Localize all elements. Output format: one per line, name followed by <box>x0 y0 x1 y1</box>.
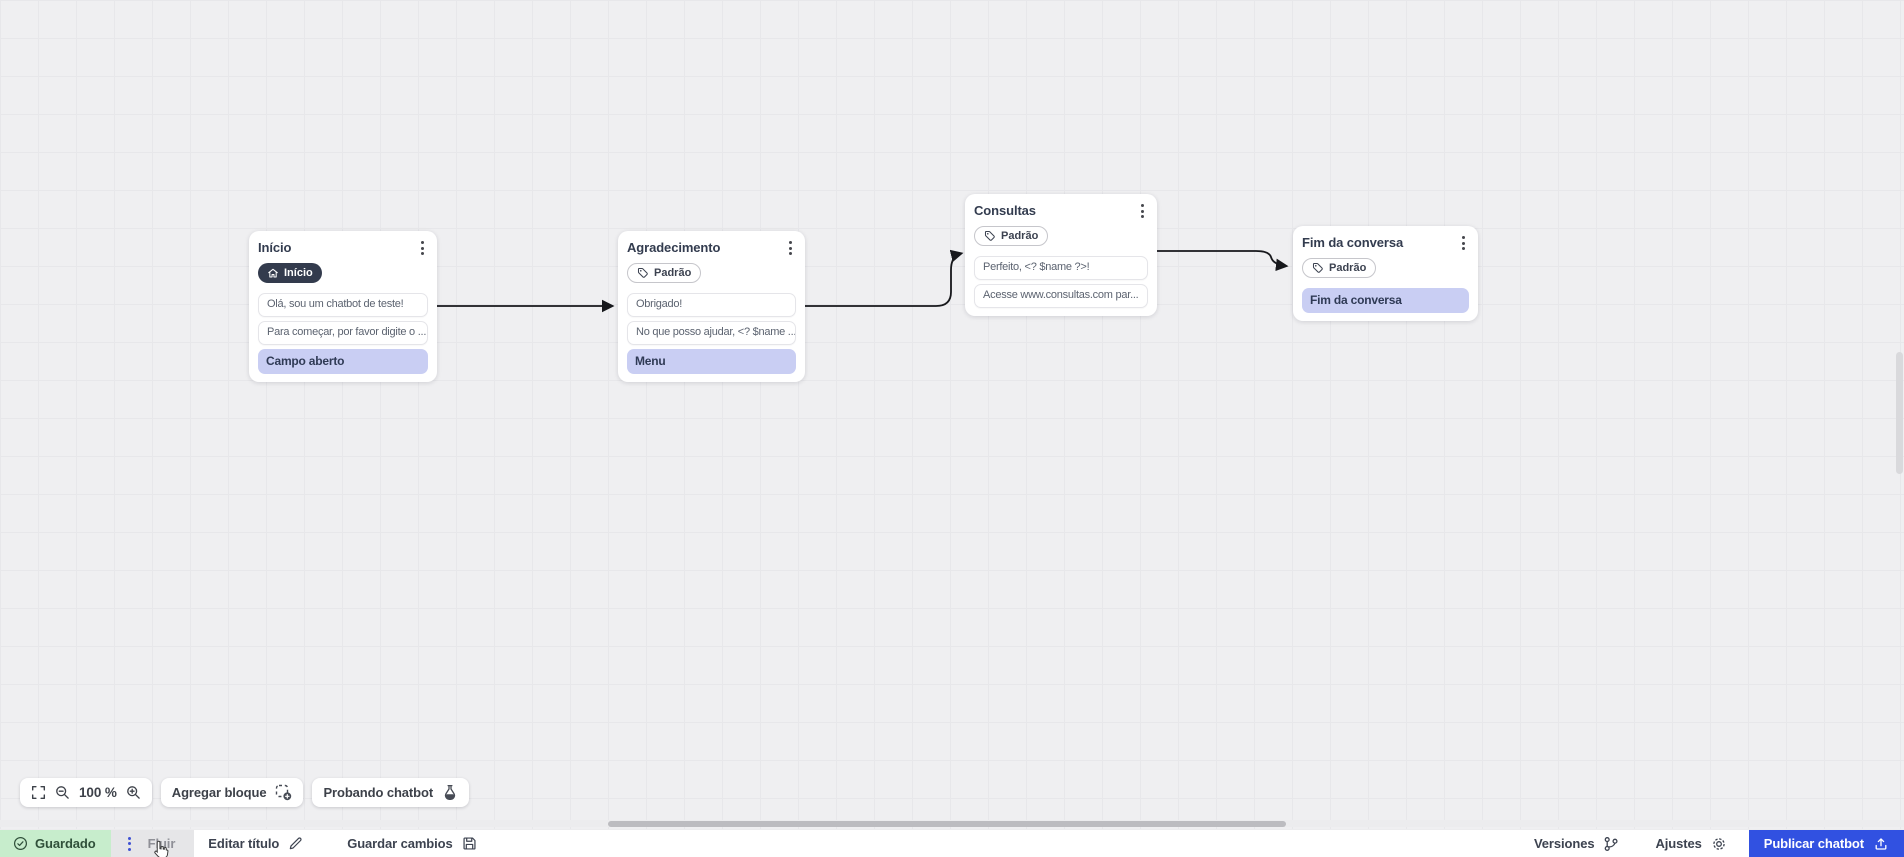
flask-icon <box>445 784 456 800</box>
saved-label: Guardado <box>35 836 96 851</box>
save-changes-label: Guardar cambios <box>347 836 453 851</box>
add-block-label: Agregar bloque <box>171 785 267 800</box>
versions-label: Versiones <box>1533 836 1595 851</box>
default-badge: Padrão <box>627 263 702 283</box>
save-changes-button[interactable]: Guardar cambios <box>347 830 476 857</box>
kebab-menu-icon[interactable] <box>417 239 428 257</box>
pencil-icon <box>289 837 302 850</box>
badge-label: Padrão <box>654 267 692 279</box>
badge-label: Padrão <box>1001 230 1039 242</box>
settings-button[interactable]: Ajustes <box>1655 830 1726 857</box>
horizontal-scrollbar-thumb[interactable] <box>608 820 1286 827</box>
flow-node-consultas[interactable]: Consultas Padrão Perfeito, <? $name ?>! … <box>965 194 1157 316</box>
node-header: Fim da conversa <box>1302 234 1469 254</box>
action-campo-aberto[interactable]: Campo aberto <box>258 349 428 374</box>
flow-node-inicio[interactable]: Início Início Olá, sou um chatbot de tes… <box>249 231 437 382</box>
add-block-button[interactable]: Agregar bloque <box>160 778 304 807</box>
tag-icon <box>637 267 648 278</box>
node-title: Agradecimento <box>627 240 721 255</box>
edge-agradecimento-consultas[interactable] <box>804 249 964 307</box>
kebab-menu-icon[interactable] <box>785 239 796 257</box>
node-header: Consultas <box>974 202 1148 222</box>
flow-node-agradecimento[interactable]: Agradecimento Padrão Obrigado! No que po… <box>618 231 805 382</box>
kebab-menu-icon[interactable] <box>1458 234 1469 252</box>
action-fim-da-conversa[interactable]: Fim da conversa <box>1302 288 1469 313</box>
test-chatbot-label: Probando chatbot <box>323 785 434 800</box>
zoom-level: 100 % <box>79 785 117 800</box>
versions-button[interactable]: Versiones <box>1534 830 1620 857</box>
badge-label: Início <box>284 267 313 279</box>
tab-fluir-label: Fluir <box>147 836 176 851</box>
edit-title-button[interactable]: Editar título <box>208 830 303 857</box>
node-title: Fim da conversa <box>1302 235 1404 250</box>
default-badge: Padrão <box>974 226 1049 246</box>
publish-label: Publicar chatbot <box>1763 836 1864 851</box>
save-icon <box>463 837 476 850</box>
message-bubble[interactable]: No que posso ajudar, <? $name ... <box>627 321 796 345</box>
tab-fluir[interactable]: Fluir <box>110 830 195 857</box>
statusbar-spacer <box>477 830 1534 857</box>
zoom-controls: 100 % <box>20 778 152 807</box>
kebab-menu-icon[interactable] <box>1137 202 1148 220</box>
flow-node-fim-da-conversa[interactable]: Fim da conversa Padrão Fim da conversa <box>1293 226 1478 321</box>
message-bubble[interactable]: Acesse www.consultas.com par... <box>974 284 1148 308</box>
edit-title-label: Editar título <box>208 836 280 851</box>
gear-icon <box>1713 837 1725 850</box>
message-bubble[interactable]: Olá, sou um chatbot de teste! <box>258 293 428 317</box>
message-bubble[interactable]: Obrigado! <box>627 293 796 317</box>
tag-icon <box>1312 262 1323 273</box>
default-badge: Padrão <box>1302 258 1377 278</box>
zoom-out-icon[interactable] <box>55 785 70 800</box>
check-circle-icon <box>13 836 28 851</box>
zoom-in-icon[interactable] <box>126 785 141 800</box>
edge-consultas-fim[interactable] <box>1156 250 1289 272</box>
git-branch-icon <box>1605 836 1619 851</box>
start-badge: Início <box>258 263 322 283</box>
tag-icon <box>984 230 995 241</box>
fullscreen-icon[interactable] <box>31 785 46 800</box>
node-title: Consultas <box>974 203 1036 218</box>
node-title: Início <box>258 240 292 255</box>
publish-chatbot-button[interactable]: Publicar chatbot <box>1748 830 1904 857</box>
vertical-scrollbar-thumb[interactable] <box>1896 352 1903 474</box>
publish-upload-icon <box>1875 837 1887 850</box>
badge-label: Padrão <box>1329 262 1367 274</box>
add-block-icon <box>276 784 292 801</box>
action-menu[interactable]: Menu <box>627 349 796 374</box>
node-header: Início <box>258 239 428 259</box>
saved-status-badge: Guardado <box>0 830 111 857</box>
message-bubble[interactable]: Perfeito, <? $name ?>! <box>974 256 1148 280</box>
message-bubble[interactable]: Para começar, por favor digite o ... <box>258 321 428 345</box>
test-chatbot-button[interactable]: Probando chatbot <box>312 778 470 807</box>
settings-label: Ajustes <box>1655 836 1702 851</box>
canvas-toolbar: 100 % Agregar bloque Probando chatbot <box>20 778 470 807</box>
node-header: Agradecimento <box>627 239 796 259</box>
tab-options-kebab-icon[interactable] <box>126 835 133 853</box>
home-icon <box>268 268 278 278</box>
status-bar: Guardado Fluir Editar título Guardar cam… <box>0 829 1904 857</box>
